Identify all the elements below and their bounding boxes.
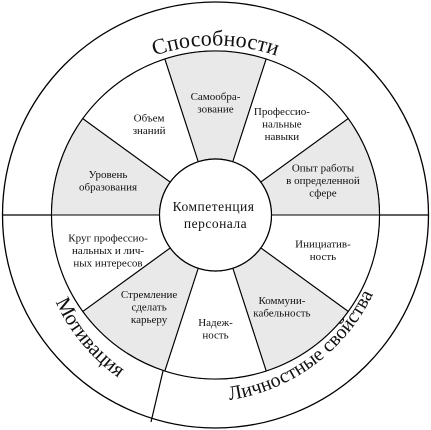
sector-label-1: Самообра-зование bbox=[191, 91, 241, 116]
sector-label-5-line-1: Коммуни- bbox=[258, 295, 305, 307]
sector-label-6-line-1: Надеж- bbox=[198, 317, 233, 329]
sector-label-7-line-1: Стремление bbox=[121, 289, 178, 301]
sector-label-7-line-3: карьеру bbox=[131, 314, 168, 326]
sector-label-6-line-2: ность bbox=[202, 329, 228, 341]
sector-label-3-line-3: сфере bbox=[309, 188, 337, 200]
sector-label-8-line-1: Круг профессио- bbox=[68, 232, 148, 244]
ring-divider-bottom bbox=[150, 370, 164, 423]
sector-label-2-line-1: Профессио- bbox=[254, 106, 310, 118]
center-circle bbox=[158, 158, 273, 272]
sector-label-4-line-2: ность bbox=[310, 251, 336, 263]
center-label-line-1: Компетенция bbox=[173, 199, 255, 214]
sector-label-4-line-1: Инициатив- bbox=[295, 239, 351, 251]
sector-label-10-line-1: Объем bbox=[134, 112, 165, 124]
sector-label-7-line-2: сделать bbox=[131, 301, 166, 313]
sector-label-9-line-1: Уровень bbox=[89, 169, 128, 181]
sector-label-5-line-2: кабельность bbox=[253, 308, 310, 320]
sector-label-8: Круг профессио-нальных и лич-ных интерес… bbox=[68, 232, 148, 269]
sector-label-9-line-2: образования bbox=[79, 181, 137, 193]
center-label: Компетенция персонала bbox=[173, 199, 259, 231]
sector-label-8-line-2: нальных и лич- bbox=[72, 245, 144, 257]
sector-label-2-line-2: нальные bbox=[262, 119, 302, 131]
sector-label-6: Надеж-ность bbox=[198, 317, 233, 342]
sector-label-5: Коммуни-кабельность bbox=[253, 295, 310, 320]
center-label-line-2: персонала bbox=[184, 216, 247, 231]
sector-label-3-line-1: Опыт работы bbox=[292, 163, 355, 175]
sector-label-2-line-3: навыки bbox=[265, 131, 300, 143]
sector-label-1-line-1: Самообра- bbox=[191, 91, 241, 103]
sector-label-4: Инициатив-ность bbox=[295, 239, 351, 264]
sector-label-8-line-3: ных интересов bbox=[73, 257, 142, 269]
sector-label-10-line-2: знаний bbox=[133, 125, 166, 137]
sector-label-1-line-2: зование bbox=[197, 103, 233, 115]
sector-label-3-line-2: в определенной bbox=[286, 175, 360, 187]
